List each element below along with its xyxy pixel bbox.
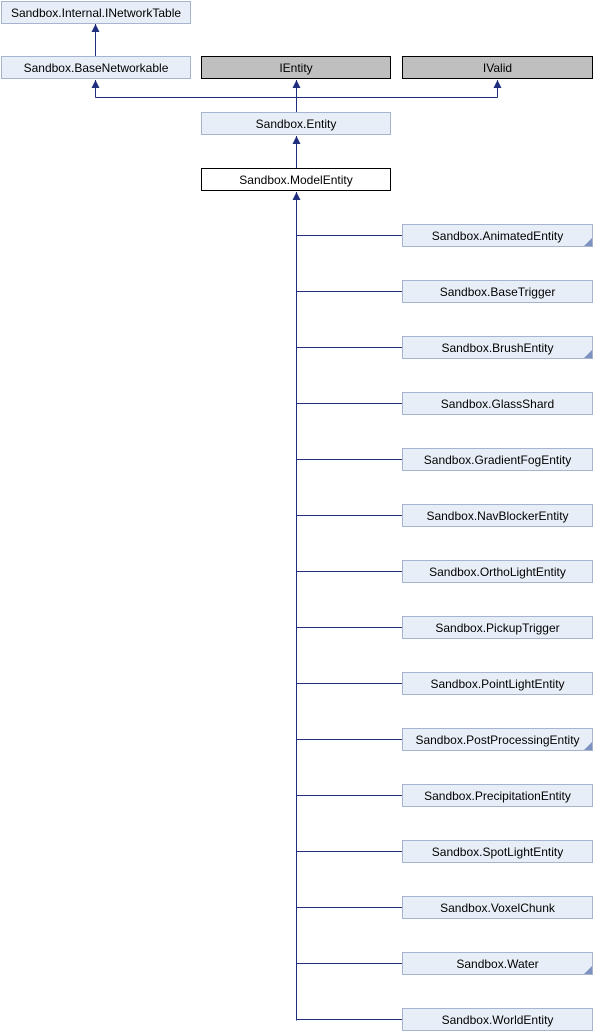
- derived-class-node[interactable]: Sandbox.GradientFogEntity: [402, 448, 593, 471]
- derived-class-node[interactable]: Sandbox.VoxelChunk: [402, 896, 593, 919]
- derived-class-node[interactable]: Sandbox.PickupTrigger: [402, 616, 593, 639]
- derived-class-node[interactable]: Sandbox.PrecipitationEntity: [402, 784, 593, 807]
- class-node-inetworktable[interactable]: Sandbox.Internal.INetworkTable: [1, 1, 191, 24]
- derived-class-node[interactable]: Sandbox.WorldEntity: [402, 1008, 593, 1031]
- class-node-modelentity-current: Sandbox.ModelEntity: [201, 168, 391, 191]
- arrowhead-ientity: [292, 80, 301, 88]
- derived-class-node[interactable]: Sandbox.PointLightEntity: [402, 672, 593, 695]
- arrowhead-modelentity: [292, 192, 301, 200]
- arrowhead-ivalid: [493, 80, 502, 88]
- derived-class-node[interactable]: Sandbox.AnimatedEntity: [402, 224, 593, 247]
- arrowhead-entity: [292, 136, 301, 144]
- interface-node-ientity: IEntity: [201, 56, 391, 79]
- class-node-basenetworkable[interactable]: Sandbox.BaseNetworkable: [1, 56, 191, 79]
- derived-class-node[interactable]: Sandbox.BrushEntity: [402, 336, 593, 359]
- derived-class-node[interactable]: Sandbox.GlassShard: [402, 392, 593, 415]
- more-subclasses-marker: [584, 238, 592, 246]
- derived-class-node[interactable]: Sandbox.OrthoLightEntity: [402, 560, 593, 583]
- more-subclasses-marker: [584, 742, 592, 750]
- derived-class-node[interactable]: Sandbox.Water: [402, 952, 593, 975]
- derived-class-node[interactable]: Sandbox.BaseTrigger: [402, 280, 593, 303]
- more-subclasses-marker: [584, 966, 592, 974]
- arrowhead-basenetworkable: [91, 80, 100, 88]
- derived-class-node[interactable]: Sandbox.PostProcessingEntity: [402, 728, 593, 751]
- arrowhead-inetworktable: [91, 24, 100, 32]
- derived-class-node[interactable]: Sandbox.NavBlockerEntity: [402, 504, 593, 527]
- derived-class-node[interactable]: Sandbox.SpotLightEntity: [402, 840, 593, 863]
- class-node-entity[interactable]: Sandbox.Entity: [201, 112, 391, 135]
- interface-node-ivalid: IValid: [402, 56, 593, 79]
- more-subclasses-marker: [584, 350, 592, 358]
